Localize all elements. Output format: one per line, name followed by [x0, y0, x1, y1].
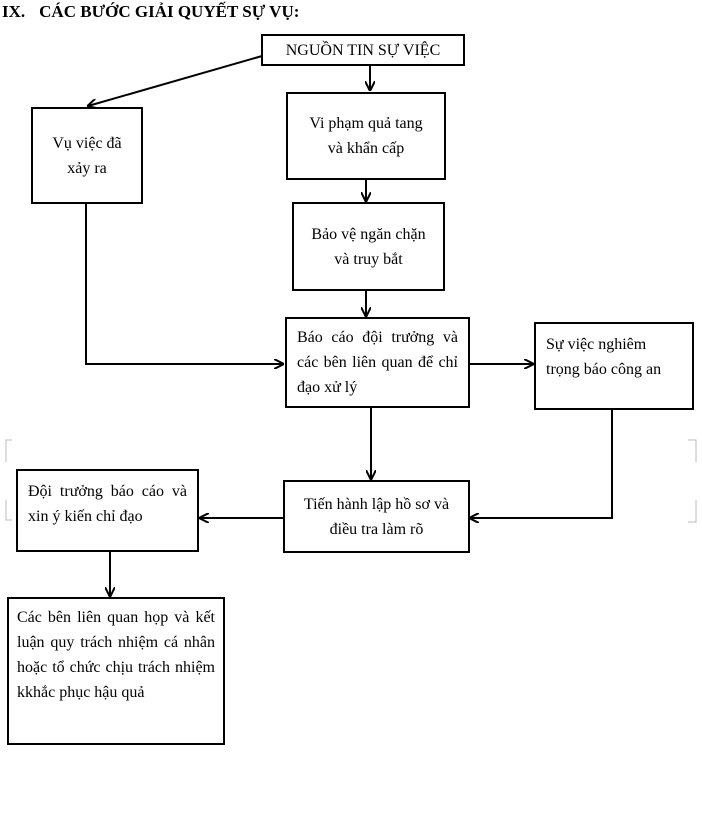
- node-investigate: Tiến hành lập hồ sơ và điều tra làm rõ: [283, 480, 470, 553]
- node-source-label: NGUỒN TIN SỰ VIỆC: [285, 41, 441, 59]
- section-heading: IX. CÁC BƯỚC GIẢI QUYẾT SỰ VỤ:: [2, 2, 299, 22]
- node-serious: Sự việc nghiêm trọng báo công an: [534, 322, 694, 410]
- node-protect: Bảo vệ ngăn chặn và truy bắt: [292, 202, 445, 291]
- section-title: CÁC BƯỚC GIẢI QUYẾT SỰ VỤ:: [39, 2, 300, 21]
- node-conclude-label: Các bên liên quan họp và kết luận quy tr…: [17, 609, 215, 701]
- section-number: IX.: [2, 2, 26, 21]
- node-protect-label: Bảo vệ ngăn chặn và truy bắt: [311, 225, 426, 268]
- node-leader-label: Đội trưởng báo cáo và xin ý kiến chỉ đạo: [28, 483, 187, 525]
- node-investigate-label: Tiến hành lập hồ sơ và điều tra làm rõ: [303, 495, 450, 538]
- node-leader: Đội trưởng báo cáo và xin ý kiến chỉ đạo: [16, 469, 199, 552]
- node-source: NGUỒN TIN SỰ VIỆC: [261, 34, 465, 66]
- node-occurred-label: Vụ việc đã xảy ra: [52, 134, 122, 177]
- node-serious-label: Sự việc nghiêm trọng báo công an: [546, 336, 662, 378]
- node-flagrant-label: Vi phạm quả tang và khẩn cấp: [309, 115, 423, 157]
- node-occurred: Vụ việc đã xảy ra: [31, 107, 143, 204]
- node-conclude: Các bên liên quan họp và kết luận quy tr…: [7, 597, 225, 745]
- node-flagrant: Vi phạm quả tang và khẩn cấp: [286, 92, 446, 180]
- node-report-label: Báo cáo đội trưởng và các bên liên quan …: [297, 329, 458, 396]
- arrow-occurred-to-report: [85, 204, 283, 364]
- node-report: Báo cáo đội trưởng và các bên liên quan …: [285, 317, 470, 408]
- arrow-source-to-occurred: [88, 55, 263, 106]
- arrow-serious-to-investigate: [470, 410, 613, 518]
